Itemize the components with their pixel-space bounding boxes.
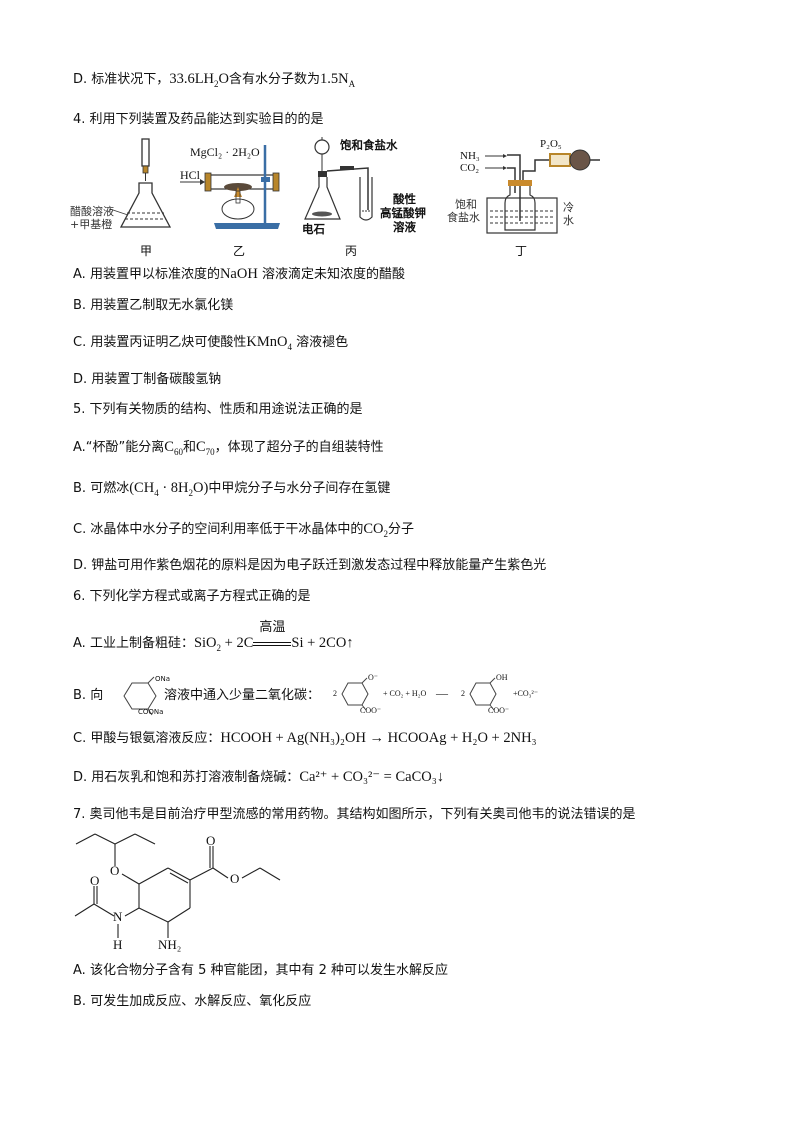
- q3-option-d: D. 标准状况下，33.6LH2O含有水分子数为1.5NA: [73, 70, 355, 89]
- benzene-ring-icon: [341, 677, 369, 711]
- q5-option-a: A.“杯酚”能分离C60和C70，体现了超分子的自组装特性: [73, 439, 384, 457]
- option-text: 标准状况下，: [91, 72, 170, 87]
- atom-label: NH₂: [158, 937, 182, 952]
- reaction-condition: 高温: [253, 620, 292, 653]
- value: 1.5NA: [320, 71, 356, 89]
- q7-option-b: B. 可发生加成反应、水解反应、氧化反应: [73, 994, 312, 1009]
- figure-label: 饱和: [455, 198, 477, 211]
- heating-tube-apparatus-icon: [180, 145, 280, 229]
- figure-label: 醋酸溶液: [70, 205, 114, 218]
- atom-label: H: [113, 937, 123, 952]
- figure-label: HCl: [180, 168, 201, 182]
- figure-label: +甲基橙: [70, 218, 113, 231]
- figure-label: 水: [563, 214, 574, 227]
- q4-option-d: D. 用装置丁制备碳酸氢钠: [73, 372, 222, 387]
- formula: 33.6LH2O: [169, 71, 230, 89]
- acetylene-generator-icon: [304, 137, 373, 221]
- benzene-ring-structure-icon: [123, 676, 157, 716]
- q6-option-b-text: 溶液中通入少量二氧化碳：: [164, 688, 321, 703]
- option-letter: D.: [73, 72, 88, 87]
- figure-label: 冷: [563, 201, 574, 214]
- figure-caption: 丁: [515, 244, 528, 258]
- q5-option-b: B. 可燃冰(CH4 · 8H2O)中甲烷分子与水分子间存在氢键: [73, 480, 391, 498]
- figure-ding: NH₃ CO₂ P₂O₅ 饱和 食盐水 冷 水 丁: [447, 135, 605, 260]
- figure-caption: 甲: [140, 244, 153, 258]
- structure-label: COONa: [138, 708, 164, 716]
- q5-option-c: C. 冰晶体中水分子的空间利用率低于干冰晶体中的CO2分子: [73, 521, 415, 539]
- q4-option-c: C. 用装置丙证明乙炔可使酸性KMnO4 溶液褪色: [73, 334, 349, 352]
- q4-stem: 4. 利用下列装置及药品能达到实验目的的是: [73, 112, 324, 127]
- titration-flask-icon: [109, 138, 172, 228]
- figure-label: 电石: [302, 222, 325, 236]
- figure-label: 溶液: [393, 220, 416, 234]
- figure-label: 高锰酸钾: [380, 206, 426, 220]
- bicarbonate-apparatus-icon: [485, 149, 600, 234]
- option-text: 含有水分子数为: [229, 72, 321, 87]
- q4-option-b: B. 用装置乙制取无水氯化镁: [73, 298, 234, 313]
- figure-label: 酸性: [393, 192, 416, 206]
- q6-stem: 6. 下列化学方程式或离子方程式正确的是: [73, 589, 311, 604]
- q4-option-a: A. 用装置甲以标准浓度的NaOH 溶液滴定未知浓度的醋酸: [73, 266, 405, 282]
- q5-stem: 5. 下列有关物质的结构、性质和用途说法正确的是: [73, 402, 363, 417]
- benzene-ring-icon: [469, 677, 497, 711]
- q6-option-b-equation: 2 O⁻ COO⁻ + CO₂ + H₂O — 2 OH COO⁻ +CO₃²⁻: [333, 673, 539, 715]
- atom-label: N: [113, 909, 123, 924]
- q6-option-b: B. 向: [73, 688, 104, 703]
- figure-label: CO₂: [460, 162, 480, 174]
- atom-label: O: [206, 833, 216, 848]
- q7-option-a: A. 该化合物分子含有 5 种官能团，其中有 2 种可以发生水解反应: [73, 963, 449, 978]
- q7-stem: 7. 奥司他韦是目前治疗甲型流感的常用药物。其结构如图所示，下列有关奥司他韦的说…: [73, 807, 636, 822]
- figure-jia: 醋酸溶液 +甲基橙 甲: [70, 135, 180, 260]
- figure-label: MgCl₂ · 2H₂O: [190, 145, 260, 159]
- oseltamivir-structure: O O O O N H NH₂: [70, 828, 290, 958]
- figure-bing: 饱和食盐水 电石 酸性 高锰酸钾 溶液 丙: [300, 135, 440, 260]
- figure-caption: 丙: [345, 244, 358, 258]
- figure-label: 食盐水: [447, 211, 480, 224]
- figure-label: P₂O₅: [540, 138, 562, 150]
- figure-label: NH₃: [460, 150, 480, 162]
- figure-yi: MgCl₂ · 2H₂O HCl 乙: [178, 135, 293, 260]
- atom-label: O: [110, 863, 120, 878]
- molecular-structure-icon: [74, 833, 281, 938]
- figure-caption: 乙: [233, 244, 246, 258]
- atom-label: O: [230, 871, 240, 886]
- q5-option-d: D. 钾盐可用作紫色烟花的原料是因为电子跃迁到激发态过程中释放能量产生紫色光: [73, 558, 547, 573]
- structure-label: ONa: [155, 675, 171, 683]
- atom-label: O: [90, 873, 100, 888]
- q6-option-d: D. 用石灰乳和饱和苏打溶液制备烧碱：Ca²⁺ + CO₃²⁻ = CaCO₃↓: [73, 769, 445, 785]
- figure-label: 饱和食盐水: [340, 138, 398, 152]
- q6-option-c: C. 甲酸与银氨溶液反应：HCOOH + Ag(NH₃)₂OH → HCOOAg…: [73, 730, 537, 746]
